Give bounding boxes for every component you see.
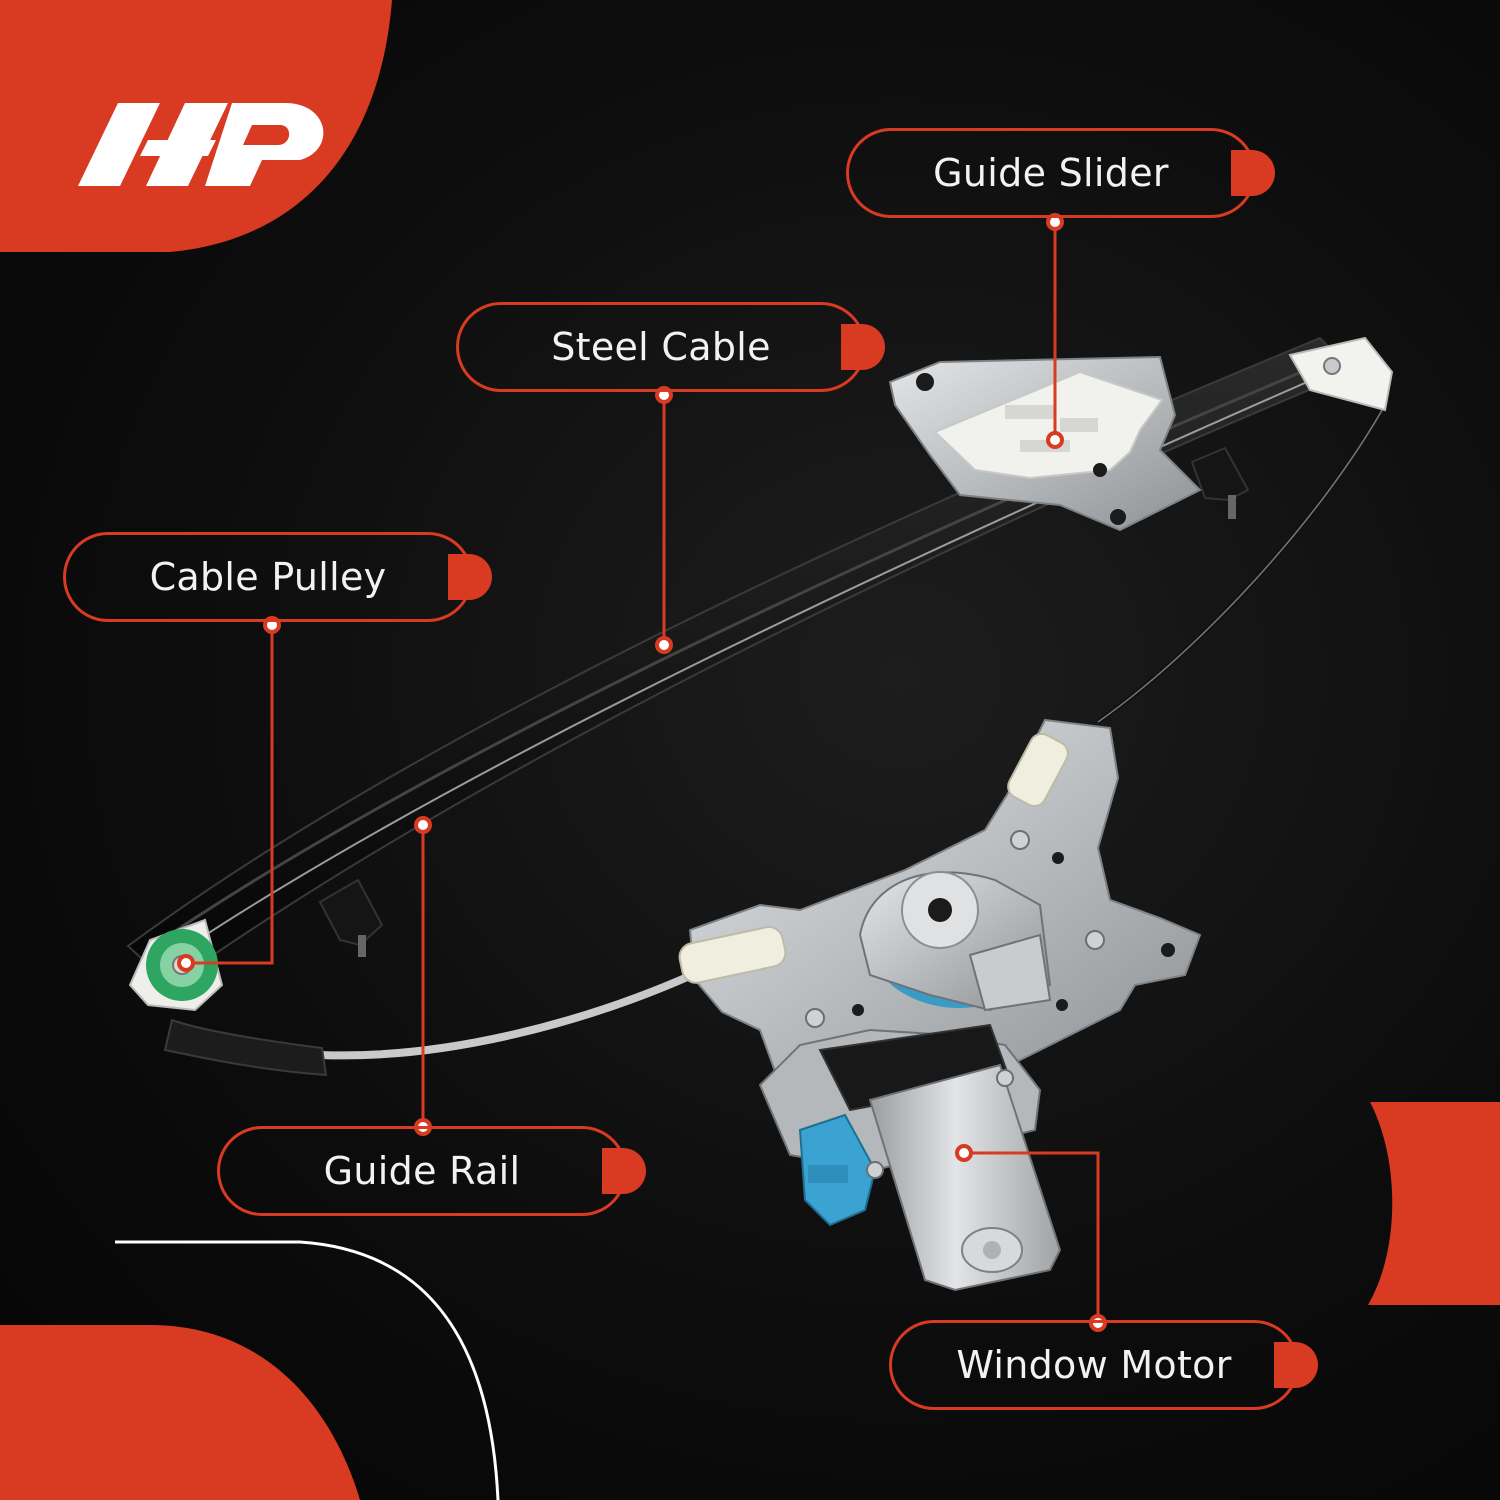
leader-lines <box>186 222 1100 1323</box>
bushing-lower <box>678 926 787 984</box>
callout-window-motor: Window Motor <box>889 1320 1318 1410</box>
cable-return-upper-highlight <box>1097 404 1386 723</box>
cable-sleeve <box>163 1018 328 1077</box>
callout-cable-pulley: Cable Pulley <box>63 532 492 622</box>
mounting-tab-right <box>1190 446 1250 519</box>
guide-rail <box>126 336 1354 987</box>
callout-cap <box>1274 1342 1318 1388</box>
corner-outline-bottom-left <box>115 1240 500 1500</box>
callout-text: Cable Pulley <box>149 555 387 599</box>
bushing-upper <box>1007 732 1069 808</box>
window-motor-assembly <box>758 1023 1062 1292</box>
callout-cap <box>841 324 885 370</box>
callout-cap <box>448 554 492 600</box>
callout-cap <box>602 1148 646 1194</box>
callout-cap <box>1231 150 1275 196</box>
side-decoration-right <box>1368 1102 1500 1305</box>
mounting-tab-left <box>318 878 384 957</box>
cable-conduit-lower <box>319 971 694 1060</box>
callout-guide-slider: Guide Slider <box>846 128 1275 218</box>
guide-slider-assembly <box>888 336 1394 532</box>
callout-text: Guide Rail <box>323 1149 521 1193</box>
callout-steel-cable: Steel Cable <box>456 302 885 392</box>
drum-gear <box>968 933 1052 1012</box>
callout-text: Guide Slider <box>933 151 1169 195</box>
callout-text: Window Motor <box>956 1343 1232 1387</box>
callout-guide-rail: Guide Rail <box>217 1126 646 1216</box>
cable-drum <box>858 871 1052 1012</box>
corner-decoration-bottom-left <box>0 1325 360 1500</box>
callout-text: Steel Cable <box>551 325 771 369</box>
brand-logo <box>78 103 324 186</box>
